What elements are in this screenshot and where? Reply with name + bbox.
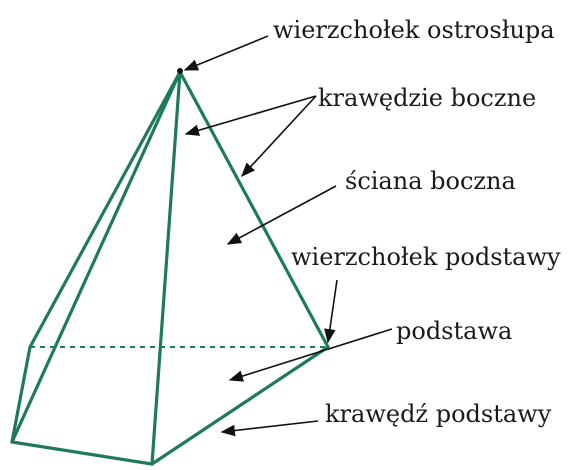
base-edge-label: krawędź podstawy [325,400,552,428]
lateral-edge-back-left [28,70,182,349]
lateral-edge-front-left [10,70,182,444]
lateral-edge-front [150,70,182,466]
lateral-face-arrow [226,185,337,245]
lateral-edge-arrow-1 [184,95,317,136]
base-label: podstawa [396,317,512,345]
apex-point [177,68,183,74]
base-vertex-label: wierzchołek podstawy [291,243,561,271]
base-arrow [228,328,393,382]
apex-arrow [183,35,269,71]
lateral-edges-label: krawędzie boczne [318,84,536,112]
apex-label: wierzchołek ostrosłupa [273,16,555,44]
base-edge-left [10,345,32,444]
base-edge-right [150,345,330,466]
base-edge-front [10,440,154,466]
base-vertex-arrow [324,279,338,344]
base-edge-arrow [220,420,319,437]
lateral-edge-arrow-2 [241,95,317,178]
lateral-edge-right [178,70,330,349]
lateral-face-label: ściana boczna [345,167,516,195]
